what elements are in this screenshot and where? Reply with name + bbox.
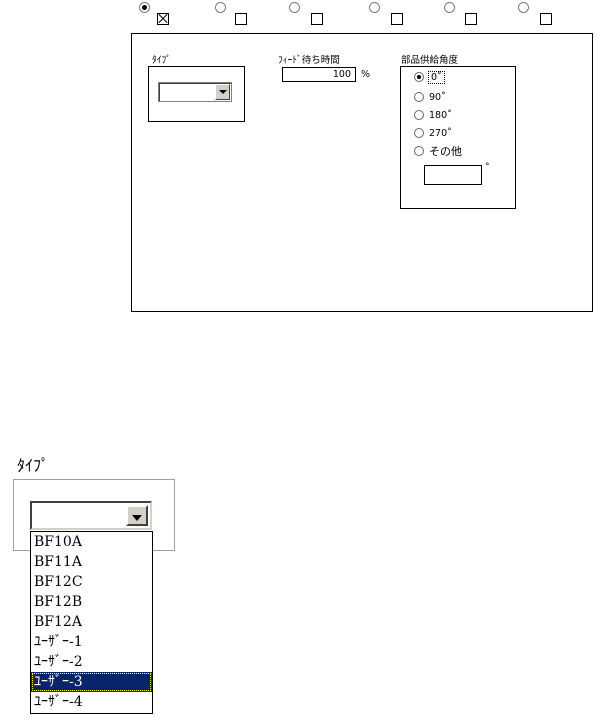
dropdown-item[interactable]: ﾕｰｻﾞｰ-2 (31, 652, 152, 672)
dropdown-item[interactable]: BF12A (31, 612, 152, 632)
zoom-type-combobox[interactable] (30, 501, 152, 530)
type-dropdown-list[interactable]: BF10A BF11A BF12C BF12B BF12A ﾕｰｻﾞｰ-1 ﾕｰ… (30, 531, 153, 714)
top-checkbox-3[interactable] (311, 13, 323, 25)
angle-option-270[interactable]: 270˚ (414, 126, 452, 140)
dropdown-item[interactable]: BF12B (31, 592, 152, 612)
type-label: ﾀｲﾌﾟ (152, 52, 171, 66)
top-radio-1[interactable] (139, 2, 150, 13)
top-checkbox-1[interactable] (157, 13, 169, 25)
dropdown-item[interactable]: BF11A (31, 552, 152, 572)
angle-radio-90[interactable] (414, 92, 424, 102)
angle-radio-270[interactable] (414, 128, 424, 138)
dropdown-item-highlighted[interactable]: ﾕｰｻﾞｰ-3 (31, 672, 152, 692)
angle-option-90[interactable]: 90˚ (414, 90, 446, 104)
top-radio-4[interactable] (369, 2, 380, 13)
feed-wait-unit: % (361, 69, 370, 80)
dropdown-item[interactable]: ﾕｰｻﾞｰ-4 (31, 692, 152, 712)
dropdown-item[interactable]: BF12C (31, 572, 152, 592)
top-checkbox-6[interactable] (540, 13, 552, 25)
top-checkbox-5[interactable] (465, 13, 477, 25)
top-radio-3[interactable] (289, 2, 300, 13)
other-angle-input[interactable] (424, 165, 482, 185)
angle-option-other[interactable]: その他 (414, 144, 462, 158)
angle-radio-other[interactable] (414, 146, 424, 156)
angle-option-0[interactable]: 0˚ (414, 70, 444, 84)
angle-option-180[interactable]: 180˚ (414, 108, 452, 122)
angle-group-label: 部品供給角度 (401, 52, 458, 66)
type-combobox-button[interactable] (215, 84, 230, 100)
top-radio-2[interactable] (215, 2, 226, 13)
type-combobox[interactable] (158, 82, 232, 102)
feed-wait-input[interactable]: 100 (282, 67, 356, 82)
top-radio-5[interactable] (444, 2, 455, 13)
angle-option-0-label: 0˚ (429, 72, 444, 83)
angle-option-90-label: 90˚ (429, 92, 446, 103)
angle-option-other-label: その他 (429, 143, 462, 159)
top-checkbox-2[interactable] (235, 13, 247, 25)
feed-wait-label: ﾌｨｰﾄﾞ待ち時間 (278, 52, 340, 66)
top-radio-6[interactable] (518, 2, 529, 13)
top-checkbox-4[interactable] (391, 13, 403, 25)
angle-option-270-label: 270˚ (429, 128, 452, 139)
dropdown-item[interactable]: BF10A (31, 532, 152, 552)
dropdown-item[interactable]: ﾕｰｻﾞｰ-1 (31, 632, 152, 652)
zoom-combobox-button[interactable] (126, 505, 148, 526)
angle-radio-180[interactable] (414, 110, 424, 120)
angle-option-180-label: 180˚ (429, 110, 452, 121)
zoom-type-label: ﾀｲﾌﾟ (17, 452, 49, 476)
other-angle-unit: ˚ (485, 163, 490, 174)
angle-radio-0[interactable] (414, 72, 424, 82)
